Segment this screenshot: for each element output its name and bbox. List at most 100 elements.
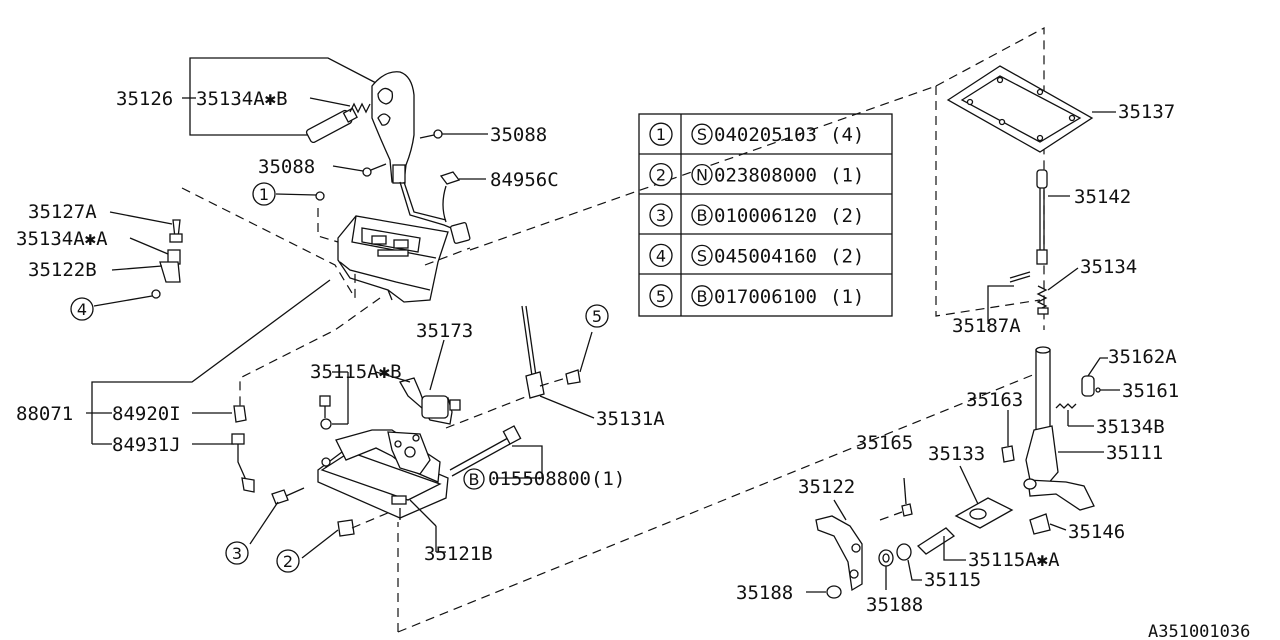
part-labels: 35126 35134A✱B 35088 35088 84956C 35127A…: [16, 88, 1250, 640]
row-quantity: (4): [830, 124, 864, 146]
row-prefix: S: [697, 125, 707, 144]
label-35127A: 35127A: [28, 201, 97, 223]
row-number-circle: [649, 162, 673, 187]
knob-spring: [349, 102, 371, 114]
label-35122B: 35122B: [28, 259, 97, 281]
bolt-015508800: [445, 395, 543, 479]
pin-35115AA: [916, 527, 966, 561]
label-35161: 35161: [1122, 380, 1179, 402]
row-quantity: (2): [830, 245, 864, 267]
row-number: 5: [656, 287, 666, 306]
svg-text:B: B: [469, 470, 480, 489]
callout-3: 3: [225, 541, 249, 565]
spring-35134: [1036, 267, 1079, 315]
row-prefix-circle: [691, 163, 713, 186]
label-35115AA: 35115A✱A: [968, 549, 1060, 571]
callout-2: 2: [276, 549, 300, 573]
detent-parts: [93, 211, 183, 307]
rod-35142: [1036, 169, 1070, 265]
gasket-35137: [946, 65, 1116, 153]
shift-knob-group: [189, 57, 488, 184]
label-35137: 35137: [1118, 101, 1175, 123]
bolts-3-2: [249, 487, 391, 559]
diagram-id: A351001036: [1148, 622, 1250, 640]
actuator-35173: [375, 339, 461, 425]
label-35088-b: 35088: [258, 156, 315, 178]
leader-lines-left: [181, 187, 471, 410]
leader-lines-main: [397, 26, 1045, 633]
lever-35111: [1023, 346, 1104, 511]
table-row: 3 B 010006120 (2): [649, 203, 864, 227]
row-prefix: S: [697, 246, 707, 265]
label-35133: 35133: [928, 443, 985, 465]
label-015508800: 015508800(1): [488, 468, 625, 490]
row-prefix-circle: [691, 204, 713, 226]
svg-text:4: 4: [77, 300, 87, 319]
callout-B-bolt: B: [463, 468, 485, 490]
svg-text:3: 3: [232, 544, 242, 563]
indicator-housing: [337, 215, 449, 303]
row-prefix-circle: [691, 123, 713, 145]
label-35126: 35126: [116, 88, 173, 110]
row-part-number: 010006120: [714, 205, 817, 227]
screw-35115AB: [319, 371, 349, 430]
label-84931J: 84931J: [112, 434, 181, 456]
clip-35163: [1001, 410, 1015, 463]
row-prefix-circle: [691, 285, 713, 307]
base-plate-35121B: [317, 429, 449, 553]
small-parts-35162A: [1055, 357, 1120, 427]
pin-35187A: [987, 271, 1031, 324]
label-35134B: 35134B: [1096, 416, 1165, 438]
slider-35133: [954, 465, 1014, 529]
row-number-circle: [649, 284, 673, 308]
label-35121B: 35121B: [424, 543, 493, 565]
label-35131A: 35131A: [596, 408, 665, 430]
row-prefix: B: [697, 206, 708, 225]
label-35162A: 35162A: [1108, 346, 1177, 368]
row-quantity: (1): [830, 286, 864, 308]
svg-text:2: 2: [283, 552, 293, 571]
row-number: 2: [656, 166, 666, 185]
row-quantity: (2): [830, 205, 864, 227]
svg-text:1: 1: [259, 185, 269, 204]
label-35115: 35115: [924, 569, 981, 591]
label-35134AB: 35134A✱B: [196, 88, 288, 110]
leader-88071: [86, 279, 331, 493]
label-84956C: 84956C: [490, 169, 559, 191]
label-35134AA: 35134A✱A: [16, 228, 108, 250]
label-35122: 35122: [798, 476, 855, 498]
label-35142: 35142: [1074, 186, 1131, 208]
svg-text:5: 5: [592, 307, 602, 326]
bushing-35146: [1029, 513, 1067, 535]
label-35111: 35111: [1106, 442, 1163, 464]
clip-84920I: [233, 405, 247, 423]
row-number-circle: [649, 243, 673, 268]
row-number: 3: [656, 206, 666, 225]
screw-35088-left: [362, 163, 387, 177]
label-35115AB: 35115A✱B: [310, 361, 402, 383]
callout-1: 1: [252, 182, 276, 206]
label-35165: 35165: [856, 432, 913, 454]
label-35188-b: 35188: [866, 594, 923, 616]
row-number-circle: [649, 122, 673, 146]
row-number: 1: [656, 125, 666, 144]
label-35088-a: 35088: [490, 124, 547, 146]
callout-5: 5: [585, 304, 609, 328]
row-prefix: N: [696, 166, 708, 185]
shift-knob: [371, 71, 415, 183]
label-35188-a: 35188: [736, 582, 793, 604]
screw-35088-right: [419, 129, 443, 139]
label-88071: 88071: [16, 403, 73, 425]
harness-84931J: [231, 433, 255, 493]
row-prefix-circle: [691, 244, 713, 267]
harness-84956C: [399, 171, 486, 244]
callout-4: 4: [70, 297, 94, 321]
row-quantity: (1): [830, 165, 864, 187]
row-part-number: 045004160: [714, 245, 817, 267]
label-35163: 35163: [966, 389, 1023, 411]
label-35134: 35134: [1080, 256, 1137, 278]
